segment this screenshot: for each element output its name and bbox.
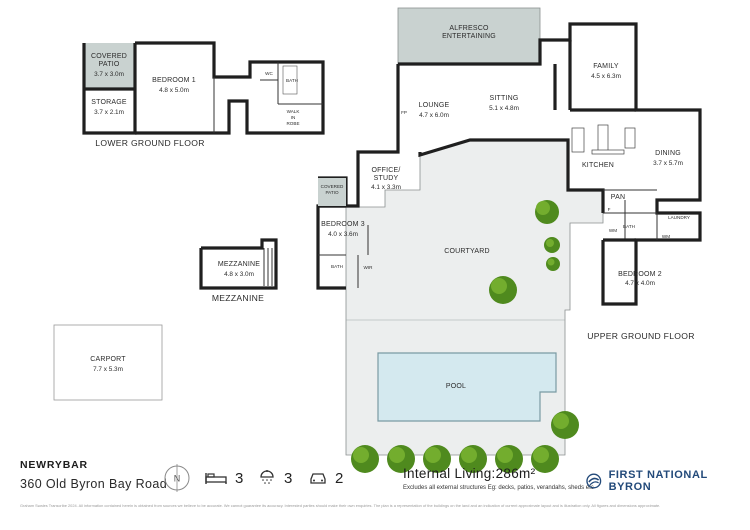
bath-lower-label: BATH [286, 78, 298, 83]
bathroom-count-value: 3 [284, 469, 293, 487]
lower-ground-floor-title: LOWER GROUND FLOOR [95, 138, 205, 148]
car-count: 2 [309, 467, 343, 489]
bedroom1-label: BEDROOM 1 [152, 77, 196, 84]
bedroom3-label: BEDROOM 3 [321, 221, 365, 228]
wc-label: WC [265, 71, 273, 76]
bedroom2-label: BEDROOM 2 [618, 271, 662, 278]
pool-shape [377, 352, 557, 422]
bedroom2-dim: 4.7 x 4.0m [625, 280, 655, 287]
upper-ground-floor-title: UPPER GROUND FLOOR [587, 331, 695, 341]
fridge-label: F [608, 207, 611, 212]
dining-label: DINING [655, 150, 681, 157]
alfresco-area [397, 7, 541, 65]
storage-label: STORAGE [91, 99, 127, 106]
bedroom3-dim: 4.0 x 3.6m [328, 231, 358, 238]
wir-label: WIR [364, 265, 374, 270]
covered-patio-lower-fill [84, 43, 135, 89]
bed-icon [205, 473, 227, 484]
suburb-title: NEWRYBAR [20, 459, 88, 471]
lounge-dim: 4.7 x 6.0m [419, 112, 449, 119]
courtyard-label: COURTYARD [444, 248, 490, 255]
disclaimer-text: Graham Swales Transcribe 2024. All infor… [20, 503, 661, 508]
lounge-label: LOUNGE [419, 102, 450, 109]
office-label: OFFICE/STUDY [371, 167, 400, 182]
wm-label-1: WM [609, 228, 617, 233]
landscape-trees [351, 200, 579, 473]
mezzanine-floor-title: MEZZANINE [212, 293, 264, 303]
agency-name: FIRST NATIONAL BYRON [608, 469, 708, 493]
bedroom1-dim: 4.8 x 5.0m [159, 87, 189, 94]
mezzanine-plan [199, 238, 278, 290]
storage-dim: 3.7 x 2.1m [94, 109, 124, 116]
bathroom-count: 3 [258, 467, 292, 489]
agency-brand: FIRST NATIONAL BYRON [586, 469, 750, 493]
car-count-value: 2 [335, 469, 344, 487]
dining-dim: 3.7 x 5.7m [653, 160, 683, 167]
bedroom-count-value: 3 [235, 469, 244, 487]
covered-patio-lower-dim: 3.7 x 3.0m [94, 71, 124, 78]
sitting-label: SITTING [489, 95, 518, 102]
bath-bed3-label: BATH [331, 264, 343, 269]
laundry-label: LAUNDRY [668, 215, 690, 220]
family-label: FAMILY [593, 63, 619, 70]
address-text: 360 Old Byron Bay Road [20, 477, 168, 491]
bath-upper-label: BATH [623, 224, 635, 229]
covered-patio-upper-fill [318, 178, 346, 206]
agency-logo-icon [586, 473, 602, 489]
car-icon [310, 473, 326, 484]
compass-letter: N [174, 474, 181, 484]
family-dim: 4.5 x 6.3m [591, 73, 621, 80]
office-dim: 4.1 x 3.3m [371, 184, 401, 191]
carport-outline [53, 324, 163, 401]
mezzanine-room-label: MEZZANINE [218, 261, 260, 268]
bedroom-count: 3 [205, 467, 243, 489]
lower-ground-floor [82, 41, 325, 135]
shower-icon [260, 470, 274, 484]
kitchen-label: KITCHEN [582, 162, 614, 169]
internal-living-area: Internal Living:286m² [403, 466, 536, 481]
living-exclusion-note: Excludes all external structures Eg: dec… [403, 485, 594, 491]
carport-label: CARPORT [90, 356, 126, 363]
pool-label: POOL [446, 383, 466, 390]
carport-dim: 7.7 x 5.3m [93, 366, 123, 373]
north-compass-icon: N [164, 464, 190, 492]
fireplace-label: FP [401, 110, 407, 115]
mezzanine-room-dim: 4.8 x 3.0m [224, 271, 254, 278]
upper-ground-floor [316, 22, 702, 306]
sitting-dim: 5.1 x 4.8m [489, 105, 519, 112]
pantry-label: PAN [611, 194, 625, 201]
wm-label-2: WM [662, 234, 670, 239]
